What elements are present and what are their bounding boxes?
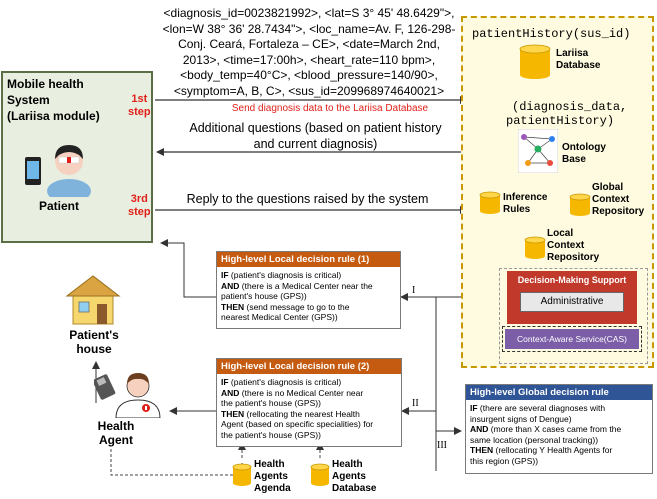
rule-line: AND (there is no Medical Center near	[221, 387, 364, 398]
house-icon	[65, 275, 121, 325]
rule-line: THEN (rellocating the nearest Health	[221, 408, 360, 419]
mobile-title-line: (Lariisa module)	[7, 109, 100, 123]
diagnosis-line: Conj. Ceará, Fortaleza – CE>, <date=Marc…	[178, 37, 440, 51]
dashed-agent-agenda	[110, 449, 234, 476]
patient-label: Patient	[39, 199, 80, 213]
rule-line: IF (patient's diagnosis is critical)	[221, 377, 342, 387]
smartphone-icon	[25, 157, 41, 185]
health-agent-icon	[94, 373, 161, 418]
rule-line: insurgent signs of Dengue)	[470, 413, 572, 424]
diagnosis-line: <lon=W 38° 36' 28.7434">, <loc_name=Av. …	[162, 21, 456, 36]
patient-history-label: patientHistory(sus_id)	[472, 27, 631, 41]
patient-avatar-icon	[47, 145, 91, 197]
mobile-title-line: Mobile health	[7, 77, 84, 91]
health-agents-database-icon	[310, 463, 330, 486]
additional-line: Additional questions (based on patient h…	[189, 121, 442, 135]
rule-line: IF (patient's diagnosis is critical)	[221, 270, 342, 280]
additional-questions-text: Additional questions (based on patient h…	[168, 121, 463, 152]
context-aware-service-box: Context-Aware Service(CAS)	[505, 329, 639, 349]
decision-region	[499, 268, 648, 364]
diagnosis-line: 2013>, <time=17:00h>, <heart_rate=110 bp…	[182, 52, 436, 67]
mobile-title-line: System	[7, 93, 50, 107]
inference-rules-icon	[479, 191, 501, 214]
arrow-rule1-to-mobile	[160, 239, 216, 298]
cas-frame	[502, 326, 642, 352]
reply-label: Reply to the questions raised by the sys…	[186, 192, 429, 206]
diagnosis-line: <body_temp=40°C>, <blood_pressure=140/90…	[180, 68, 438, 82]
local-decision-rule-2: High-level Local decision rule (2) IF (p…	[216, 358, 402, 447]
lariisa-database-icon	[519, 44, 551, 79]
rule-line: IF (there are several diagnoses with	[470, 403, 606, 413]
rule-line: AND (there is a Medical Center near the	[221, 280, 373, 291]
rule-line: same location (personal tracking))	[470, 434, 599, 445]
local-decision-rule-1: High-level Local decision rule (1) IF (p…	[216, 251, 401, 329]
administrative-button[interactable]: Administrative	[520, 292, 624, 312]
branch-label-2: II	[412, 398, 419, 409]
mobile-title: Mobile health System (Lariisa module)	[7, 76, 117, 124]
send-diagnosis-label: Send diagnosis data to the Lariisa Datab…	[231, 103, 429, 114]
diagnosis-data-text: <diagnosis_id=0023821992>, <lat=S 3° 45'…	[153, 6, 465, 99]
global-context-icon	[569, 193, 591, 216]
additional-line: and current diagnosis)	[253, 136, 378, 151]
diagnosis-line: <diagnosis_id=0023821992>, <lat=S 3° 45'…	[163, 6, 455, 20]
diagnosis-history-label: (diagnosis_data, patientHistory)	[506, 100, 628, 128]
global-decision-rule: High-level Global decision rule IF (ther…	[465, 384, 653, 474]
rule-line: the patient's house (GPS))	[221, 398, 321, 408]
rule1-body: IF (patient's diagnosis is critical) AND…	[217, 267, 400, 326]
rule-line: nearest Medical Center (GPS))	[221, 312, 338, 322]
ontology-base-icon	[518, 129, 558, 173]
rule-line: this region (GPS))	[470, 455, 539, 466]
global-rule-title: High-level Global decision rule	[466, 385, 652, 400]
rule-line: Agent (based on specific specialities) f…	[221, 419, 374, 429]
branch-label-3: III	[437, 440, 447, 451]
rule2-body: IF (patient's diagnosis is critical) AND…	[217, 374, 401, 443]
rule-line: the patient's house (GPS))	[221, 429, 321, 440]
global-rule-body: IF (there are several diagnoses with ins…	[466, 400, 652, 469]
rule-line: THEN (send message to go to the	[221, 301, 350, 312]
health-agents-agenda-icon	[232, 463, 252, 486]
rule-line: AND (more than X cases came from the	[470, 424, 622, 434]
rule-line: patient's house (GPS))	[221, 291, 307, 301]
branch-label-1: I	[412, 285, 416, 296]
decision-making-support-title: Decision-Making Support	[517, 275, 627, 285]
local-context-icon	[524, 236, 546, 259]
decision-making-support-box: Decision-Making Support Administrative	[507, 271, 637, 324]
rule1-title: High-level Local decision rule (1)	[217, 252, 400, 267]
mobile-health-system-box: Mobile health System (Lariisa module) Pa…	[1, 71, 153, 243]
rule2-title: High-level Local decision rule (2)	[217, 359, 401, 374]
diagnosis-line: <symptom=A, B, C>, <sus_id=2099689746400…	[173, 83, 445, 98]
rule-line: THEN (rellocating Y Health Agents for	[470, 445, 613, 455]
